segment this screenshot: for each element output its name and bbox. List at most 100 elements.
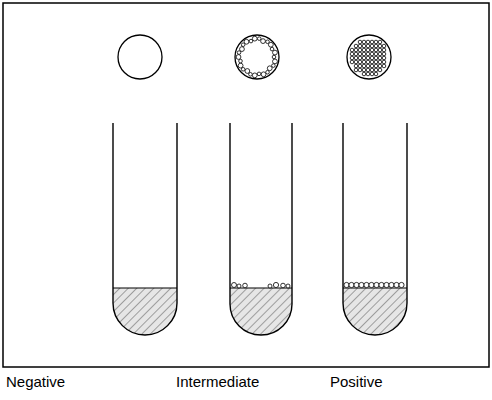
bubble bbox=[249, 39, 253, 43]
bubble bbox=[245, 69, 250, 74]
bubble bbox=[273, 59, 278, 64]
bubble bbox=[382, 48, 386, 52]
bubble bbox=[354, 68, 358, 72]
bubble bbox=[350, 60, 354, 64]
bubble bbox=[378, 56, 382, 60]
bubble bbox=[370, 48, 374, 52]
bubble bbox=[362, 64, 366, 68]
bubble bbox=[354, 282, 359, 287]
bubble bbox=[370, 68, 374, 72]
bubble bbox=[374, 56, 378, 60]
bubble bbox=[354, 48, 358, 52]
bubble bbox=[257, 72, 261, 76]
bubble bbox=[369, 282, 374, 287]
liquid bbox=[113, 288, 177, 335]
bubble bbox=[366, 60, 370, 64]
bubble bbox=[378, 68, 382, 72]
bubble bbox=[374, 44, 378, 48]
bubble bbox=[358, 64, 362, 68]
bubble bbox=[364, 282, 369, 287]
positive-tube bbox=[343, 123, 407, 335]
bubble bbox=[399, 282, 404, 287]
bubble bbox=[236, 55, 241, 60]
bubble bbox=[268, 42, 273, 47]
bubble bbox=[366, 40, 370, 44]
bubble bbox=[354, 60, 358, 64]
bubble bbox=[350, 56, 354, 60]
bubble bbox=[261, 39, 266, 44]
condition-label: Intermediate bbox=[176, 373, 259, 391]
bubble bbox=[366, 68, 370, 72]
bubble bbox=[354, 52, 358, 56]
bubble bbox=[281, 283, 286, 288]
bubble bbox=[370, 72, 374, 76]
bubble bbox=[366, 52, 370, 56]
bubble bbox=[362, 44, 366, 48]
bubble bbox=[378, 64, 382, 68]
bubble bbox=[267, 66, 272, 71]
intermediate-tube bbox=[230, 123, 292, 335]
liquid bbox=[230, 288, 292, 335]
bubble bbox=[243, 283, 248, 288]
bubble bbox=[261, 72, 266, 77]
condition-label: Positive bbox=[330, 373, 383, 391]
bubble bbox=[366, 44, 370, 48]
bubble bbox=[354, 64, 358, 68]
bubble bbox=[358, 60, 362, 64]
bubble bbox=[366, 56, 370, 60]
bubble bbox=[252, 73, 257, 78]
bubble bbox=[378, 52, 382, 56]
bubble bbox=[358, 44, 362, 48]
bubble bbox=[252, 36, 257, 41]
bubble bbox=[362, 48, 366, 52]
bubble bbox=[273, 50, 278, 55]
bubble bbox=[370, 52, 374, 56]
liquid-surface bbox=[113, 288, 177, 289]
bubble bbox=[362, 68, 366, 72]
bubble bbox=[370, 44, 374, 48]
bubble bbox=[349, 282, 354, 287]
bubble bbox=[344, 282, 349, 287]
bubble bbox=[362, 52, 366, 56]
bubble bbox=[257, 37, 261, 41]
bubble bbox=[370, 60, 374, 64]
bubble bbox=[362, 72, 366, 76]
intermediate-well bbox=[235, 35, 279, 79]
bubble bbox=[374, 72, 378, 76]
bubble bbox=[382, 52, 386, 56]
bubble bbox=[240, 47, 245, 52]
bubble bbox=[366, 64, 370, 68]
bubble bbox=[374, 60, 378, 64]
bubble bbox=[362, 60, 366, 64]
bubble bbox=[366, 72, 370, 76]
liquid bbox=[343, 288, 407, 335]
bubble bbox=[394, 282, 399, 287]
bubble bbox=[370, 40, 374, 44]
bubble bbox=[238, 63, 243, 68]
bubble bbox=[382, 60, 386, 64]
bubble bbox=[239, 59, 243, 63]
bubble bbox=[362, 40, 366, 44]
bubble bbox=[374, 282, 379, 287]
bubble bbox=[384, 282, 389, 287]
bubble bbox=[374, 52, 378, 56]
bubble bbox=[389, 282, 394, 287]
bubble bbox=[358, 40, 362, 44]
bubble bbox=[232, 283, 237, 288]
bubble bbox=[272, 55, 276, 59]
positive-well bbox=[347, 35, 391, 79]
condition-label: Negative bbox=[6, 373, 65, 391]
bubble bbox=[358, 68, 362, 72]
bubble bbox=[374, 68, 378, 72]
bubble bbox=[379, 282, 384, 287]
bubble bbox=[370, 56, 374, 60]
bubble bbox=[273, 282, 278, 287]
bubble bbox=[359, 282, 364, 287]
bubble bbox=[382, 44, 386, 48]
bubble bbox=[382, 64, 386, 68]
bubble bbox=[374, 48, 378, 52]
bubble bbox=[374, 64, 378, 68]
bubble bbox=[237, 284, 241, 288]
bubble bbox=[268, 284, 272, 288]
